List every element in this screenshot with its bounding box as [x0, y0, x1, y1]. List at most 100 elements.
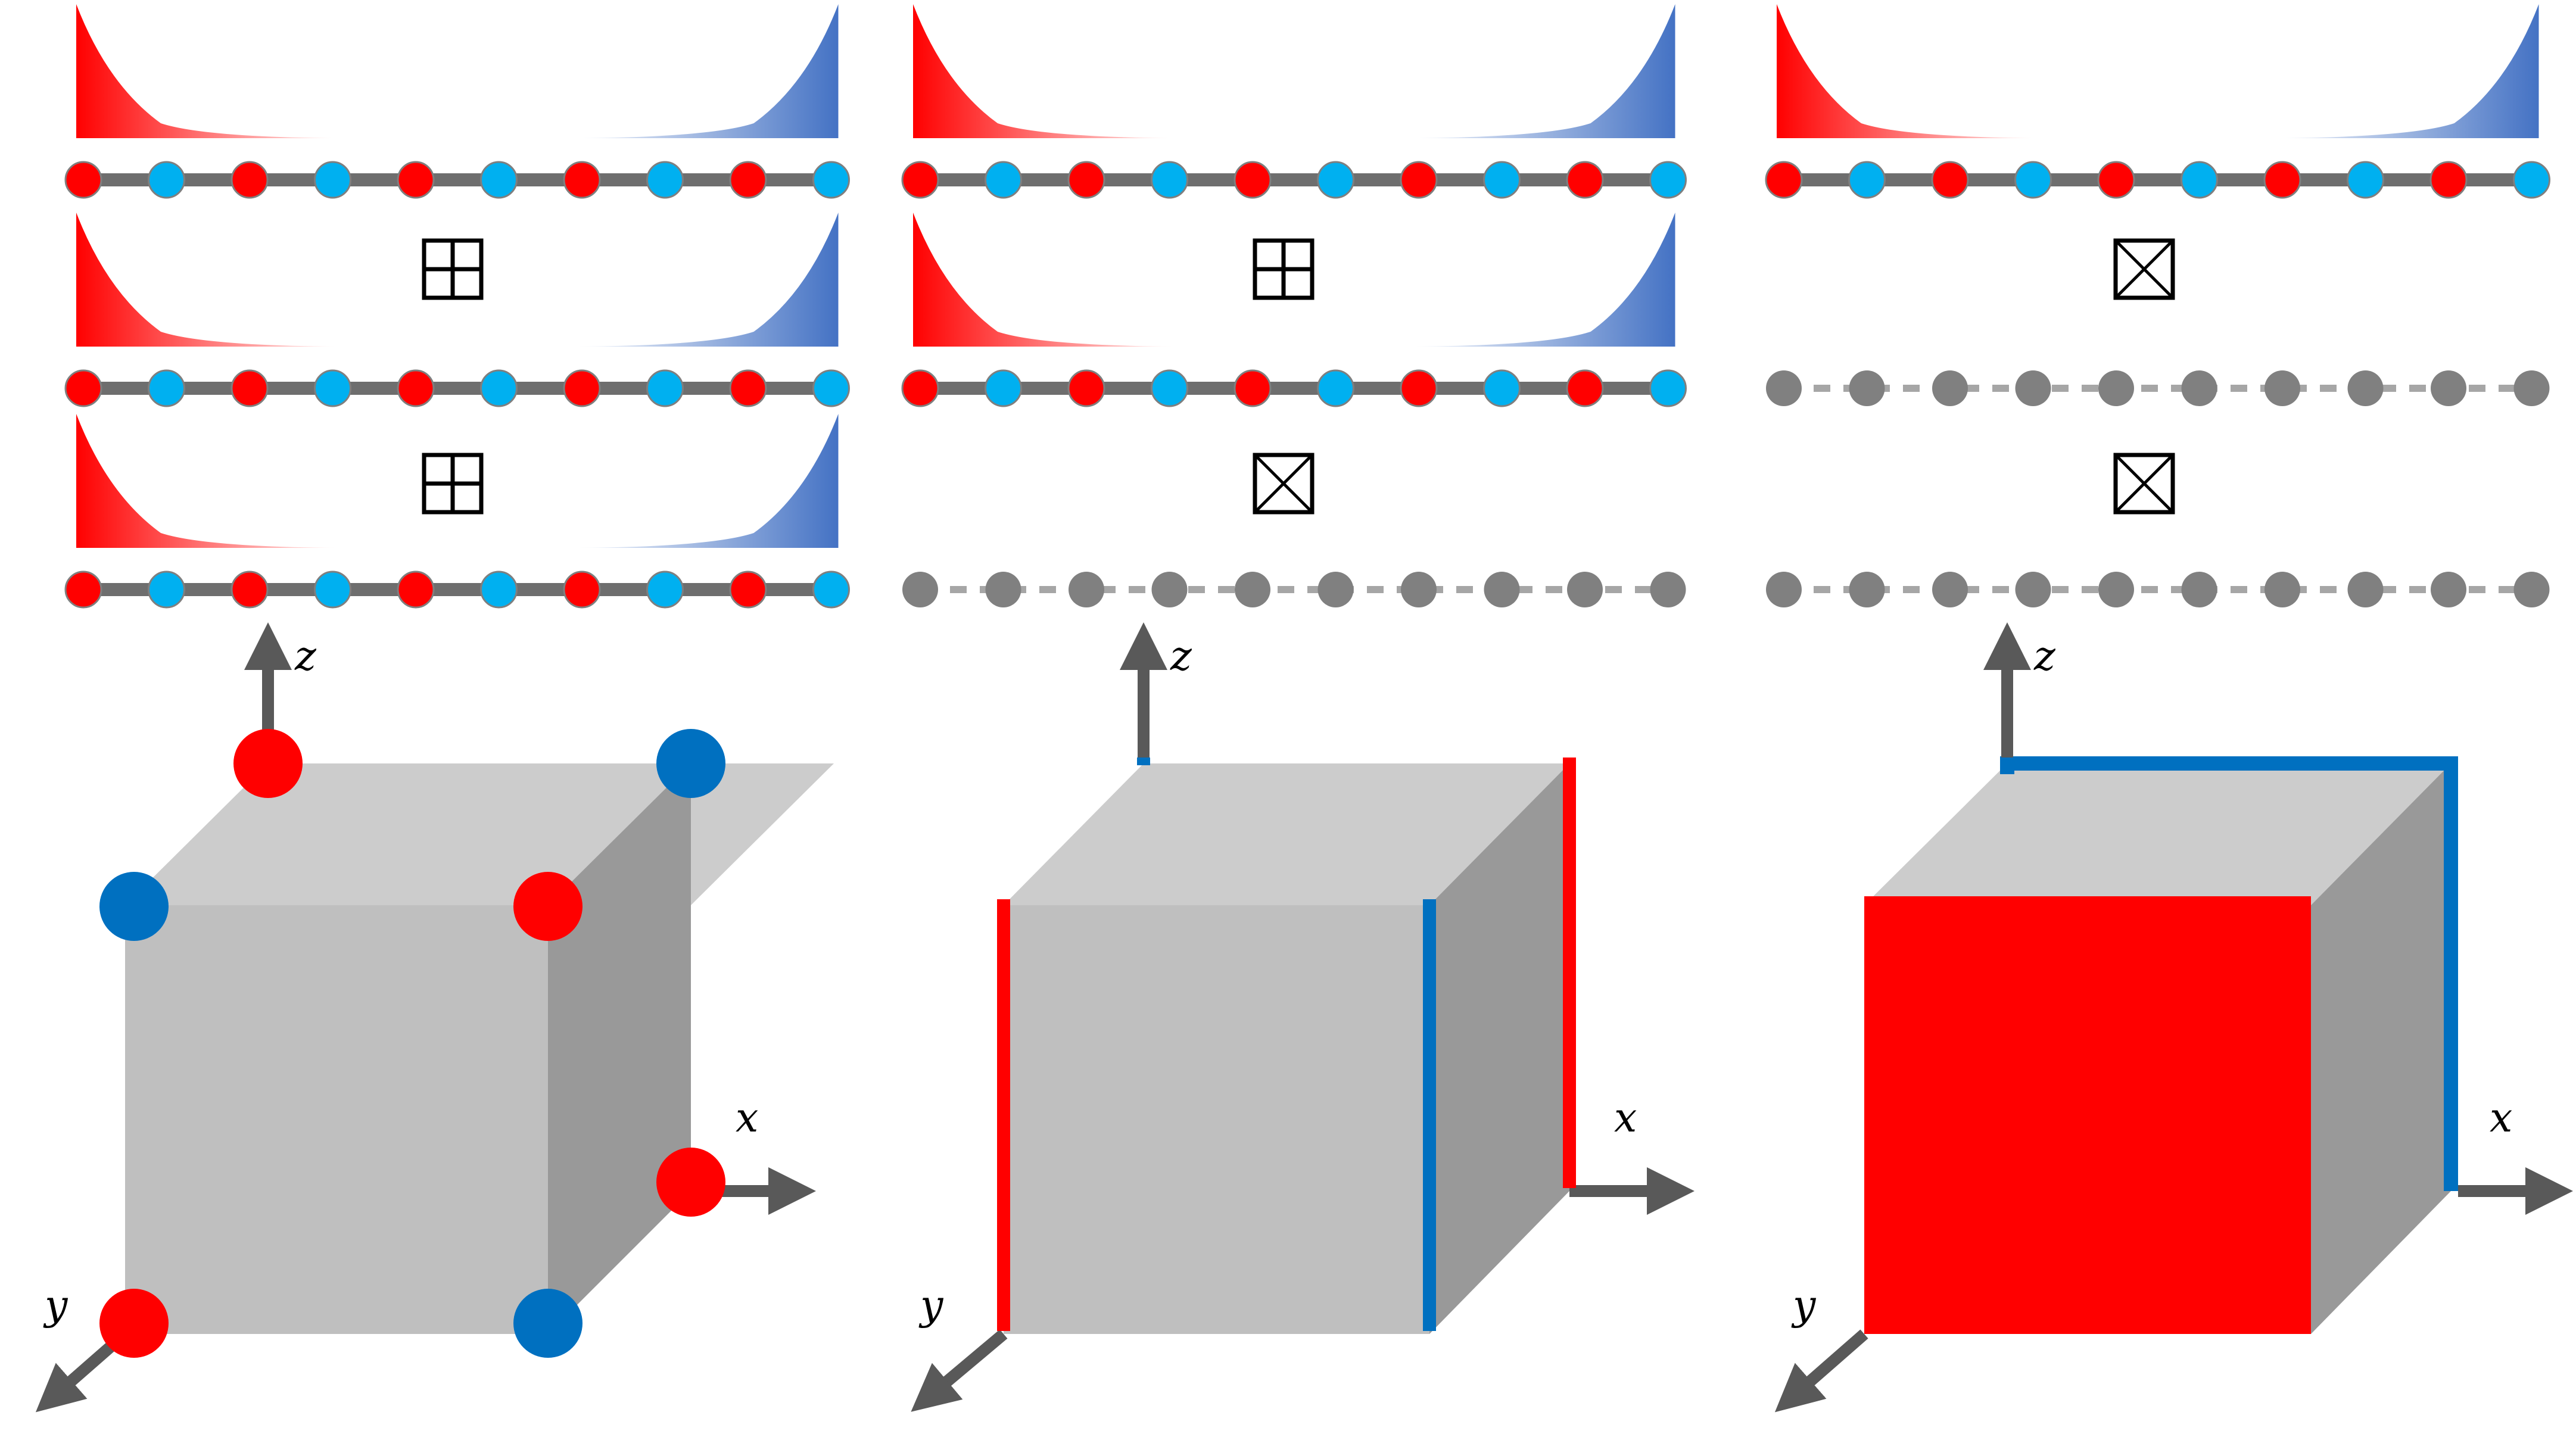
boxed-cross-icon [1253, 453, 1315, 515]
chain-site-trivial [1849, 572, 1885, 607]
chain-site-trivial [1932, 572, 1968, 607]
chain-site-blue [812, 161, 850, 199]
edge-state-profile-left [1777, 4, 2036, 138]
chain-site-blue [148, 161, 185, 199]
chain-site-trivial [1849, 370, 1885, 406]
chain-site-red [901, 369, 939, 407]
chain-site-blue [1649, 369, 1687, 407]
chain-site-blue [480, 161, 518, 199]
y-axis-arrow [1774, 1329, 1868, 1413]
chain-site-blue [480, 369, 518, 407]
x-axis-label: x [1614, 1095, 1637, 1142]
edge-state-profile-right [1416, 4, 1675, 138]
chain-site-trivial [1766, 572, 1802, 607]
chain-site-red [1931, 161, 1969, 199]
chain-site-red [1067, 161, 1105, 199]
panel-3-chain-stack [1765, 4, 2550, 607]
panel-1-chain-stack [64, 4, 850, 609]
chain-site-red [1234, 161, 1272, 199]
edge-state-profile-left [913, 4, 1172, 138]
chain-site-red [230, 571, 269, 609]
chain-site-blue [148, 369, 185, 407]
x-axis-label: x [2490, 1095, 2512, 1142]
boxed-cross-icon [2113, 238, 2175, 300]
chain-site-blue [985, 161, 1022, 199]
edge-state-profile-right [579, 414, 839, 548]
chain-site-blue [812, 369, 850, 407]
hinge-states [997, 758, 1576, 1331]
cube-side-face [548, 763, 691, 1334]
chain-row-trivial [902, 572, 1686, 607]
edge-state-profile-right [2279, 4, 2539, 138]
cube-top-face [1864, 763, 2451, 905]
chain-site-trivial [1317, 572, 1354, 607]
chain-site-trivial [2347, 370, 2384, 406]
chain-site-blue [646, 571, 684, 609]
edge-state-profile-right [579, 213, 839, 347]
tensor-product-icon [1253, 238, 1315, 300]
chain-site-blue [2014, 161, 2052, 199]
chain-row-topological [901, 213, 1687, 407]
chain-site-trivial [2098, 572, 2134, 607]
chain-site-blue [985, 369, 1022, 407]
chain-site-trivial [2181, 370, 2217, 406]
chain-site-red [64, 369, 102, 407]
chain-site-blue [1317, 161, 1354, 199]
chain-site-blue [148, 571, 185, 609]
tensor-product-icon [422, 453, 484, 515]
cube-side-face [2311, 763, 2451, 1334]
chain-site-trivial [2264, 370, 2300, 406]
chain-site-trivial [1766, 370, 1802, 406]
chain-site-blue [2347, 161, 2384, 199]
cube-front-face [125, 905, 548, 1334]
chain-site-blue [314, 369, 351, 407]
panel-2-chain-stack [901, 4, 1687, 607]
chain-site-trivial [1151, 572, 1188, 607]
chain-site-trivial [2347, 572, 2384, 607]
chain-site-blue [480, 571, 518, 609]
chain-site-red [1067, 369, 1105, 407]
chain-site-red [64, 571, 102, 609]
chain-site-red [397, 161, 435, 199]
corner-states [99, 729, 725, 1358]
z-axis-label: z [1170, 633, 1192, 680]
symbol-stroke [2114, 454, 2174, 513]
chain-site-blue [1483, 161, 1521, 199]
surface-state-blue-back [2000, 756, 2458, 1191]
z-axis-label: z [2033, 633, 2056, 680]
chain-site-blue [1317, 369, 1354, 407]
corner-state-red [656, 1148, 725, 1217]
chain-site-blue [646, 161, 684, 199]
chain-site-blue [1151, 161, 1188, 199]
chain-site-trivial [1235, 572, 1270, 607]
chain-site-trivial [2264, 572, 2300, 607]
chain-row-topological [64, 4, 850, 199]
panel-3-axes: z x y [1774, 622, 2573, 1413]
chain-site-trivial [1401, 572, 1437, 607]
chain-site-trivial [2431, 370, 2466, 406]
chain-site-blue [1848, 161, 1886, 199]
chain-site-trivial [2513, 370, 2550, 406]
chain-site-red [1234, 369, 1272, 407]
chain-site-blue [1483, 369, 1521, 407]
chain-site-red [1765, 161, 1803, 199]
chain-site-red [1400, 161, 1438, 199]
corner-state-red [513, 872, 583, 941]
y-axis-label: y [43, 1282, 68, 1329]
chain-site-red [230, 369, 269, 407]
chain-site-trivial [2015, 370, 2051, 406]
chain-site-trivial [1069, 572, 1104, 607]
chain-site-blue [2181, 161, 2218, 199]
chain-site-red [563, 369, 601, 407]
chain-site-trivial [2015, 572, 2051, 607]
chain-site-blue [646, 369, 684, 407]
chain-site-red [729, 571, 767, 609]
chain-site-red [2429, 161, 2468, 199]
chain-site-blue [1649, 161, 1687, 199]
chain-site-red [1566, 369, 1604, 407]
edge-state-profile-right [1416, 213, 1675, 347]
chain-site-trivial [1567, 572, 1603, 607]
chain-site-trivial [2181, 572, 2217, 607]
chain-site-trivial [2431, 572, 2466, 607]
